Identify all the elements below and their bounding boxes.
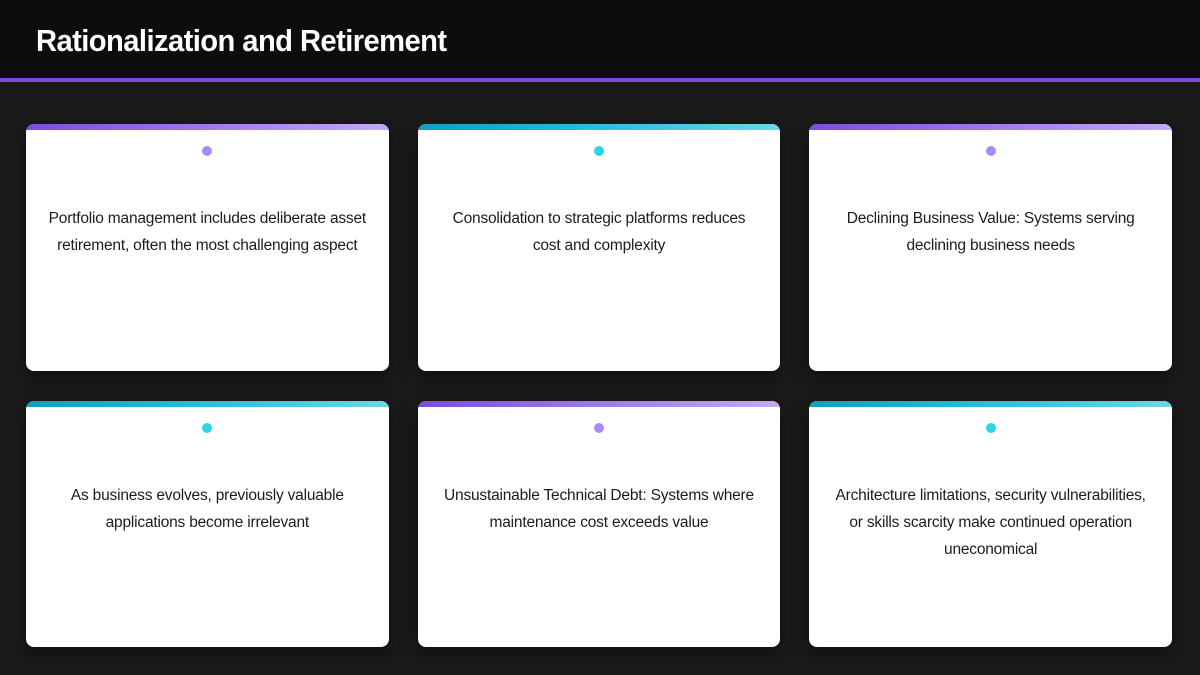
card-body: Declining Business Value: Systems servin… (809, 156, 1172, 371)
page-title: Rationalization and Retirement (36, 22, 447, 58)
bullet-dot-icon (985, 146, 996, 156)
card-text: Consolidation to strategic platforms red… (452, 210, 746, 254)
content-card[interactable]: Architecture limitations, security vulne… (809, 400, 1172, 648)
content-card[interactable]: Unsustainable Technical Debt: Systems wh… (417, 400, 781, 648)
card-text: As business evolves, previously valuable… (70, 486, 344, 531)
card-text: Unsustainable Technical Debt: Systems wh… (444, 486, 754, 531)
card-accent-bar (26, 124, 389, 130)
bullet-dot-icon (202, 422, 213, 433)
content-card[interactable]: As business evolves, previously valuable… (26, 400, 389, 648)
card-accent-bar (809, 124, 1172, 130)
card-text: Declining Business Value: Systems servin… (846, 210, 1135, 254)
card-accent-bar (417, 124, 781, 130)
card-body: Unsustainable Technical Debt: Systems wh… (418, 433, 781, 648)
bullet-dot-icon (985, 422, 996, 433)
card-body: As business evolves, previously valuable… (26, 433, 389, 648)
content-card[interactable]: Declining Business Value: Systems servin… (809, 124, 1172, 371)
content-card[interactable]: Portfolio management includes deliberate… (26, 124, 389, 371)
bullet-dot-icon (593, 422, 604, 433)
card-accent-bar (26, 400, 389, 407)
card-text: Portfolio management includes deliberate… (48, 210, 367, 254)
card-body: Portfolio management includes deliberate… (26, 156, 389, 371)
card-accent-bar (809, 400, 1172, 407)
bullet-dot-icon (593, 146, 604, 156)
card-body: Architecture limitations, security vulne… (809, 433, 1172, 648)
bullet-dot-icon (202, 146, 213, 156)
card-accent-bar (417, 400, 781, 407)
card-grid: Portfolio management includes deliberate… (0, 82, 1200, 675)
card-body: Consolidation to strategic platforms red… (418, 156, 781, 371)
header-divider (0, 78, 1200, 82)
content-card[interactable]: Consolidation to strategic platforms red… (417, 124, 781, 371)
card-text: Architecture limitations, security vulne… (835, 486, 1146, 558)
slide-header: Rationalization and Retirement (0, 0, 1200, 82)
